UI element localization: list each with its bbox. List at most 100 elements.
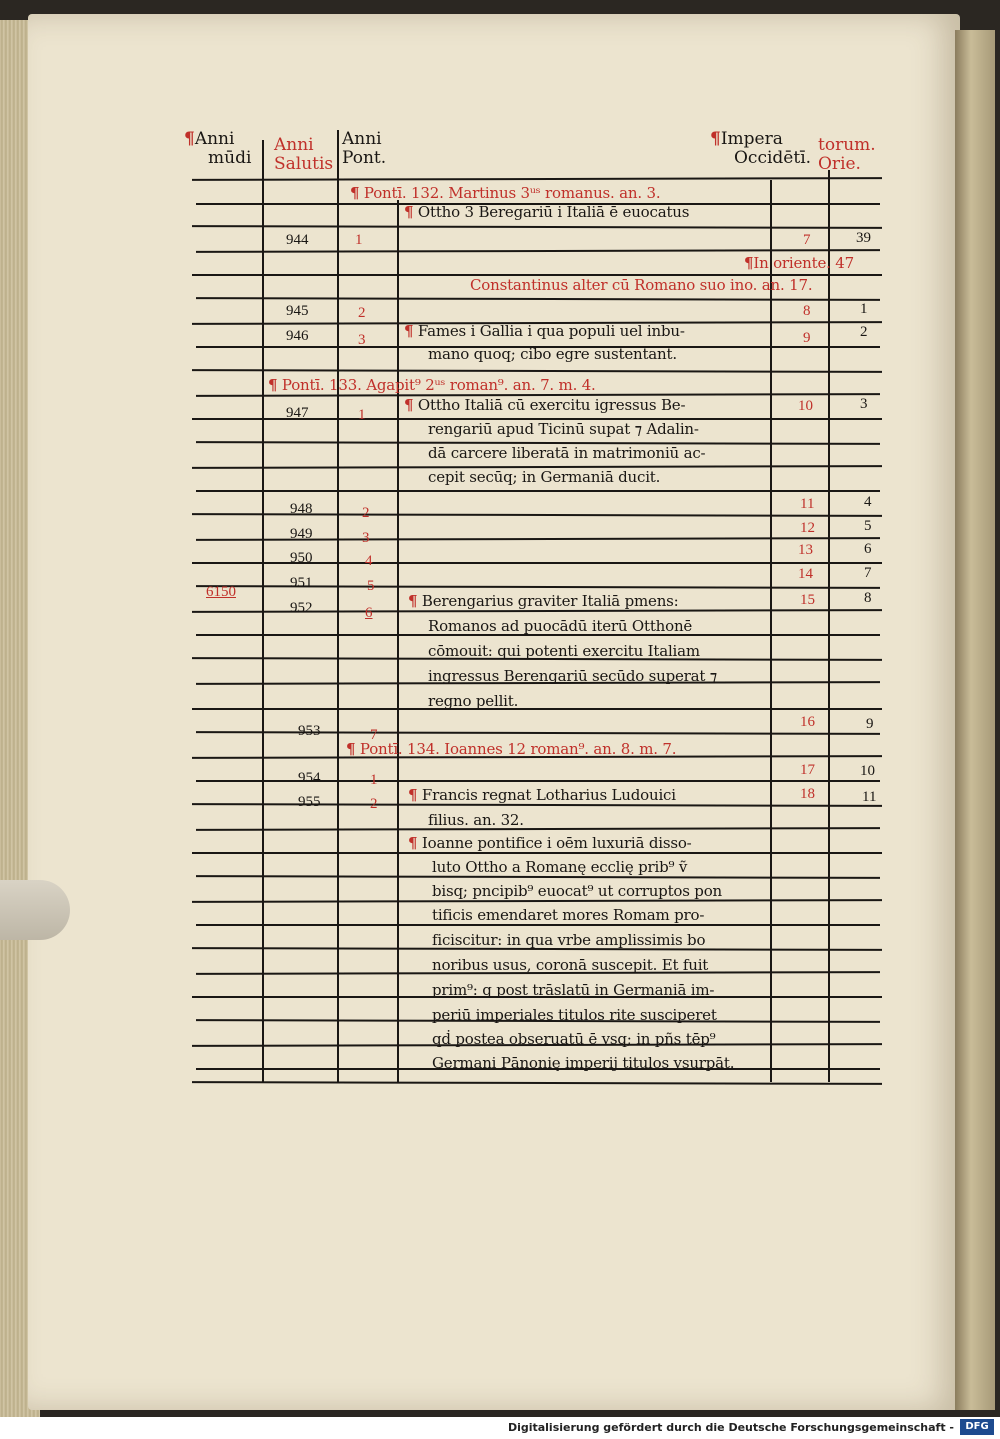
anni-salutis-cell: 950 [290,550,313,566]
anni-pont-cell: 1 [355,232,363,248]
column-rule [770,180,772,1082]
entry-text-line: prim⁹: q post trāslatū in Germaniā im- [432,981,715,999]
pilcrow-icon: ¶ [710,129,721,149]
entry-text: ¶ Ottho 3 Beregariū i Italiā ē euocatus [404,203,689,221]
imperatorum-orient-cell: 39 [856,230,871,246]
entry-text-line: luto Ottho a Romanę ecclię prib⁹ ṽ [432,858,688,876]
header-imperatorum-orient: torum. Orie. [818,136,876,174]
anni-pont-cell: 1 [370,772,378,788]
entry-text-line: noribus usus, coronā suscepit. Et fuit [432,956,709,974]
pilcrow-icon: ¶ [346,740,356,758]
header-anni-pont-line2: Pont. [342,148,387,168]
imperatorum-occident-cell: 17 [800,762,815,778]
book-binding-edge [955,30,995,1410]
column-rule [337,130,339,1082]
table-rule [192,562,882,564]
dfg-logo[interactable]: DFG [960,1419,994,1435]
table-rule [196,1068,880,1070]
header-impera-line1: Impera [720,129,783,149]
table-rule [192,274,882,276]
anni-salutis-cell: 954 [298,770,321,786]
anni-pont-cell: 3 [358,332,366,348]
orient-emperor-heading: Constantinus alter cū Romano suo ino. an… [470,276,813,294]
header-orient-line2: Orie. [818,154,861,174]
entry-text-line: Ottho Italiā cū exercitu igressus Be- [417,396,686,414]
imperatorum-orient-cell: 4 [864,494,872,510]
imperatorum-occident-cell: 10 [798,398,813,414]
anni-salutis-cell: 951 [290,575,313,591]
imperatorum-orient-cell: 8 [864,590,872,606]
entry-text-line: cepit secūq; in Germaniā ducit. [428,468,661,486]
anni-pont-cell: 2 [370,796,378,812]
anni-salutis-cell: 955 [298,794,321,810]
imperatorum-orient-cell: 9 [866,716,874,732]
anni-pont-cell: 7 [370,727,378,743]
orient-heading: ¶In oriente. 47 [744,254,854,272]
entry-text-line: rengariū apud Ticinū supat ⁊ Adalin- [428,420,699,438]
header-imperatorum-occident: ¶Impera Occidētī. [710,130,811,168]
imperatorum-occident-cell: 13 [798,542,813,558]
pilcrow-icon: ¶ [404,396,414,414]
entry-text-line: Francis regnat Lotharius Ludouici [421,786,676,804]
entry-text-line: Germani Pānonię imperij titulos vsurpāt. [432,1054,735,1072]
anni-salutis-cell: 949 [290,526,313,542]
header-anni-mundi-line1: Anni [194,129,235,149]
entry-text-line: Ioanne pontifice i oēm luxuriā disso- [421,834,692,852]
entry-text: ¶ Fames i Gallia i qua populi uel inbu- [404,322,685,340]
entry-text-line: ingressus Berengariū secūdo superat ⁊ [428,667,718,685]
imperatorum-occident-cell: 16 [800,714,815,730]
imperatorum-orient-cell: 3 [860,396,868,412]
entry-text: ¶ Berengarius graviter Italiā pmens: [408,592,679,610]
pilcrow-icon: ¶ [404,203,414,221]
imperatorum-occident-cell: 7 [803,232,811,248]
pilcrow-icon: ¶ [404,322,414,340]
entry-text: ¶ Ioanne pontifice i oēm luxuriā disso- [408,834,692,852]
entry-text-line: bisq; pncipib⁹ euocat⁹ ut corruptos pon [432,882,722,900]
anni-salutis-cell: 953 [298,723,321,739]
table-rule [196,780,880,782]
imperatorum-orient-cell: 6 [864,541,872,557]
entry-text-line: dā carcere liberatā in matrimoniū ac- [428,444,706,462]
entry-text-line: regno pellit. [428,692,519,710]
imperatorum-orient-cell: 11 [862,789,877,805]
entry-text-line: cōmouit: qui potenti exercitu Italiam [428,642,700,660]
entry-text-line: Berengarius graviter Italiā pmens: [421,592,679,610]
book-page [28,14,960,1410]
page-clip [0,880,70,940]
entry-text-line: Fames i Gallia i qua populi uel inbu- [417,322,685,340]
header-anni-salutis: Anni Salutis [274,136,333,174]
anni-pont-cell: 2 [358,305,366,321]
anni-salutis-cell: 946 [286,328,309,344]
pontificate-heading-text: Pontī. 134. Ioannes 12 roman⁹. an. 8. m.… [359,740,677,758]
anni-pont-cell: 6 [365,605,373,621]
entry-text-line: tificis emendaret mores Romam pro- [432,906,705,924]
anni-mundi-cell: 6150 [206,584,236,600]
pilcrow-icon: ¶ [268,376,278,394]
header-anni-mundi-line2: mūdi [208,148,252,168]
table-rule [192,852,882,854]
table-rule [196,634,880,636]
table-rule [192,708,882,710]
entry-text-line: mano quoq; cibo egre sustentant. [428,345,677,363]
table-rule [196,203,880,205]
pontificate-heading: ¶ Pontī. 133. Agapit⁹ 2ᵘˢ roman⁹. an. 7.… [268,376,596,394]
pontificate-heading: ¶ Pontī. 134. Ioannes 12 roman⁹. an. 8. … [346,740,677,758]
pontificate-heading-text: Pontī. 132. Martinus 3ᵘˢ romanus. an. 3. [363,184,661,202]
header-anni-salutis-line2: Salutis [274,154,334,174]
imperatorum-orient-cell: 1 [860,301,868,317]
pilcrow-icon: ¶ [744,254,754,272]
header-impera-line2: Occidētī. [734,148,812,168]
table-rule [196,490,880,492]
table-rule [192,996,882,998]
table-rule [196,346,880,348]
imperatorum-occident-cell: 14 [798,566,813,582]
imperatorum-occident-cell: 8 [803,303,811,319]
imperatorum-orient-cell: 7 [864,565,872,581]
anni-pont-cell: 3 [362,530,370,546]
imperatorum-occident-cell: 15 [800,592,815,608]
pilcrow-icon: ¶ [184,129,195,149]
anni-salutis-cell: 947 [286,405,309,421]
pilcrow-icon: ¶ [408,786,418,804]
pilcrow-icon: ¶ [350,184,360,202]
pontificate-heading-text: Pontī. 133. Agapit⁹ 2ᵘˢ roman⁹. an. 7. m… [281,376,596,394]
